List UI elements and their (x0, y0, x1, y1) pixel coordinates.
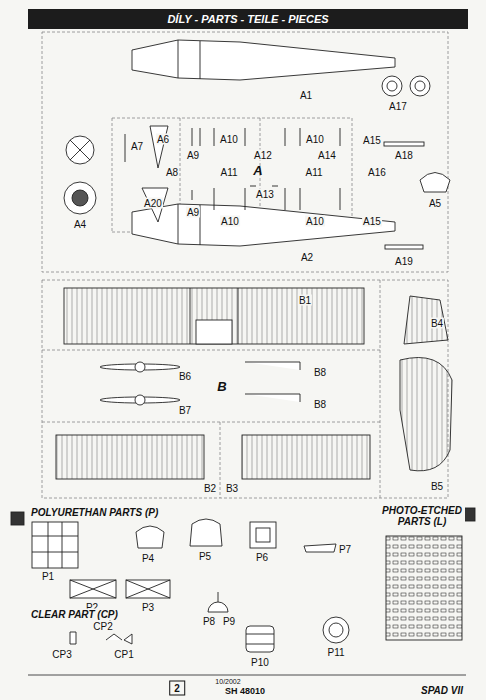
part-number: A17 (388, 101, 408, 112)
part-number: P7 (338, 544, 352, 555)
part-number: B3 (225, 483, 239, 494)
part-number: P10 (250, 657, 270, 668)
part-number: B2 (203, 483, 217, 494)
part-number: B6 (178, 371, 192, 382)
part-number: P8 (202, 616, 216, 627)
part-number: A13 (255, 189, 275, 200)
kit-number: SH 48010 (224, 686, 266, 697)
title-bar: DÍLY - PARTS - TEILE - PIECES (28, 9, 468, 29)
part-number: P1 (41, 571, 55, 582)
part-number: P6 (255, 552, 269, 563)
part-number: A15 (362, 135, 382, 146)
part-number: A16 (367, 167, 387, 178)
page-number: 2 (169, 681, 185, 696)
sprue-letter: A (252, 165, 263, 176)
part-number: A18 (394, 150, 414, 161)
part-number: P4 (141, 553, 155, 564)
part-number: A1 (299, 90, 313, 101)
part-number: A5 (428, 198, 442, 209)
part-number: A7 (130, 141, 144, 152)
section-heading: PHOTO-ETCHED PARTS (L) (379, 505, 465, 527)
part-number: CP1 (113, 649, 134, 660)
part-number: B8 (313, 367, 327, 378)
sprue-letter: B (216, 381, 227, 392)
part-number: P11 (326, 647, 345, 658)
part-number: A19 (394, 256, 414, 267)
part-number: A2 (300, 252, 314, 263)
part-number: CP3 (51, 649, 72, 660)
part-number: CP2 (92, 621, 113, 632)
part-number: B8 (313, 399, 327, 410)
section-heading: CLEAR PART (CP) (30, 609, 119, 620)
part-number: P5 (198, 551, 212, 562)
part-number: A14 (317, 150, 337, 161)
part-number: A10 (305, 216, 325, 227)
part-number: A6 (156, 134, 170, 145)
part-number: P9 (222, 616, 236, 627)
section-heading: POLYURETHAN PARTS (P) (30, 507, 159, 518)
part-number: A10 (305, 134, 325, 145)
part-number: A9 (186, 207, 200, 218)
part-number: A12 (253, 150, 273, 161)
part-number: B4 (430, 318, 444, 329)
part-number: B1 (298, 295, 312, 306)
part-number: P3 (141, 602, 155, 613)
part-number: A8 (165, 167, 179, 178)
part-number: A11 (304, 167, 323, 178)
part-number: A10 (220, 216, 240, 227)
part-number: B5 (430, 481, 444, 492)
part-number: A15 (362, 216, 382, 227)
part-number: A10 (219, 134, 239, 145)
part-number: A20 (143, 198, 163, 209)
part-number: A4 (73, 219, 87, 230)
part-number: A9 (186, 150, 200, 161)
part-number: A11 (219, 167, 238, 178)
model-name: SPAD VII (420, 685, 464, 696)
part-number: B7 (178, 405, 192, 416)
